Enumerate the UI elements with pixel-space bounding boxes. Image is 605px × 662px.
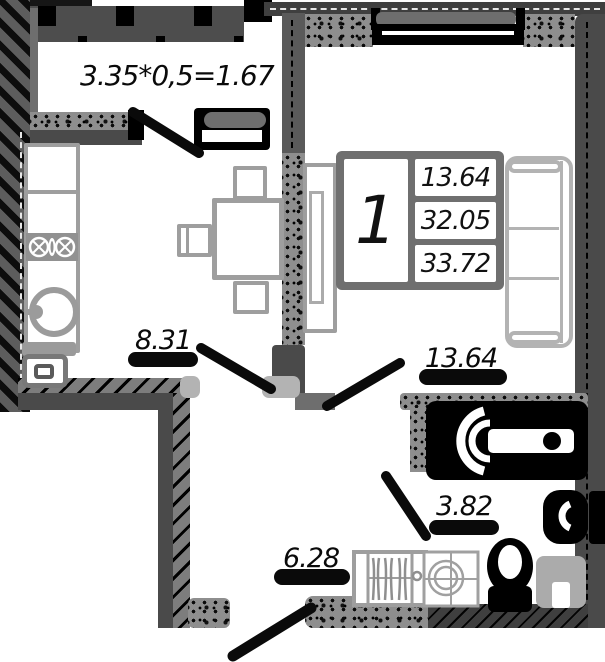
window-sill bbox=[376, 12, 516, 26]
sofa-seat-divider-2 bbox=[509, 277, 559, 280]
balcony-door-swing-line bbox=[128, 107, 204, 158]
top-wall-segment-right bbox=[523, 14, 575, 47]
kitchen-door-hinge bbox=[180, 376, 200, 398]
washbasin-icon bbox=[543, 490, 588, 544]
sofa-seat-divider-1 bbox=[509, 227, 559, 230]
toilet-icon bbox=[487, 538, 533, 612]
apartment-stamp: 1 13.64 32.05 33.72 bbox=[336, 151, 504, 290]
vent-duct-notch bbox=[552, 582, 570, 608]
hallway-area-label: 6.28 bbox=[282, 543, 340, 574]
balcony-railing bbox=[30, 6, 244, 42]
balcony-right-wall bbox=[282, 13, 305, 153]
bathroom-door-swing-line bbox=[381, 471, 431, 541]
top-left-edge-wall bbox=[0, 0, 92, 8]
living-room-door-swing-line bbox=[322, 358, 405, 411]
sofa bbox=[505, 156, 573, 348]
stamp-areas-column: 13.64 32.05 33.72 bbox=[415, 159, 496, 282]
chair-backrest-line bbox=[186, 228, 189, 253]
bathroom-area-label: 3.82 bbox=[435, 491, 493, 522]
stamp-living-area: 13.64 bbox=[415, 159, 496, 196]
bathtub-icon bbox=[426, 401, 588, 480]
balcony-door-leaf bbox=[204, 112, 266, 128]
bathroom-west-wall bbox=[410, 408, 428, 472]
kitchen-area-label: 8.31 bbox=[134, 325, 192, 356]
stamp-room-number: 1 bbox=[344, 159, 408, 282]
dining-chair-left bbox=[177, 224, 212, 257]
balcony-right-wall-dashed-line bbox=[291, 20, 293, 148]
right-wall-dashed-line bbox=[586, 22, 588, 620]
window-glass-line bbox=[382, 31, 514, 35]
counter-divider bbox=[26, 190, 78, 194]
kitchen-parapet-base bbox=[30, 130, 142, 145]
kitchen-window-parapet bbox=[30, 112, 130, 132]
kitchen-door-swing-line bbox=[196, 343, 276, 394]
balcony-left-liner bbox=[30, 8, 38, 134]
entrance-door-swing-line bbox=[227, 602, 317, 662]
kitchen-sink-icon bbox=[24, 287, 79, 337]
stove-icon bbox=[26, 233, 78, 261]
kitchen-living-partition bbox=[282, 153, 305, 345]
sofa-backrest-line bbox=[560, 161, 563, 343]
balcony-area-formula: 3.35*0,5=1.67 bbox=[80, 59, 275, 92]
stamp-total-area-with-balcony: 33.72 bbox=[415, 245, 496, 282]
kitchen-area-underline bbox=[128, 352, 198, 367]
dining-chair-top bbox=[233, 166, 267, 200]
dining-table bbox=[212, 198, 284, 280]
bathroom-area-underline bbox=[429, 520, 499, 535]
balcony-door-frame-inner bbox=[202, 130, 262, 142]
counter-end-cap bbox=[22, 342, 76, 356]
stamp-total-area: 32.05 bbox=[415, 202, 496, 239]
tv-icon bbox=[309, 191, 324, 304]
entrance-wall-stub bbox=[188, 598, 230, 628]
top-wall-segment-left bbox=[303, 14, 373, 47]
vent-duct bbox=[536, 556, 586, 608]
left-wall-edge-dashed-line bbox=[20, 132, 22, 390]
living-room-area-underline bbox=[419, 369, 507, 385]
hall-south-west-wall-hatch bbox=[173, 393, 190, 628]
fridge-icon bbox=[22, 354, 68, 388]
right-wall-pipe-chase bbox=[589, 491, 605, 544]
hallway-area-underline bbox=[274, 569, 350, 585]
hall-west-wall-base bbox=[18, 393, 175, 410]
washing-machine-icon bbox=[422, 550, 480, 608]
dining-chair-bottom bbox=[233, 281, 269, 314]
window-jamb-right bbox=[516, 8, 525, 30]
window-jamb-left bbox=[371, 8, 380, 30]
hangers-icon bbox=[371, 557, 408, 601]
top-wall-dashed-line bbox=[270, 8, 600, 10]
fridge-inner-detail bbox=[34, 364, 54, 379]
living-room-area-label: 13.64 bbox=[424, 343, 498, 374]
wardrobe bbox=[352, 550, 428, 607]
